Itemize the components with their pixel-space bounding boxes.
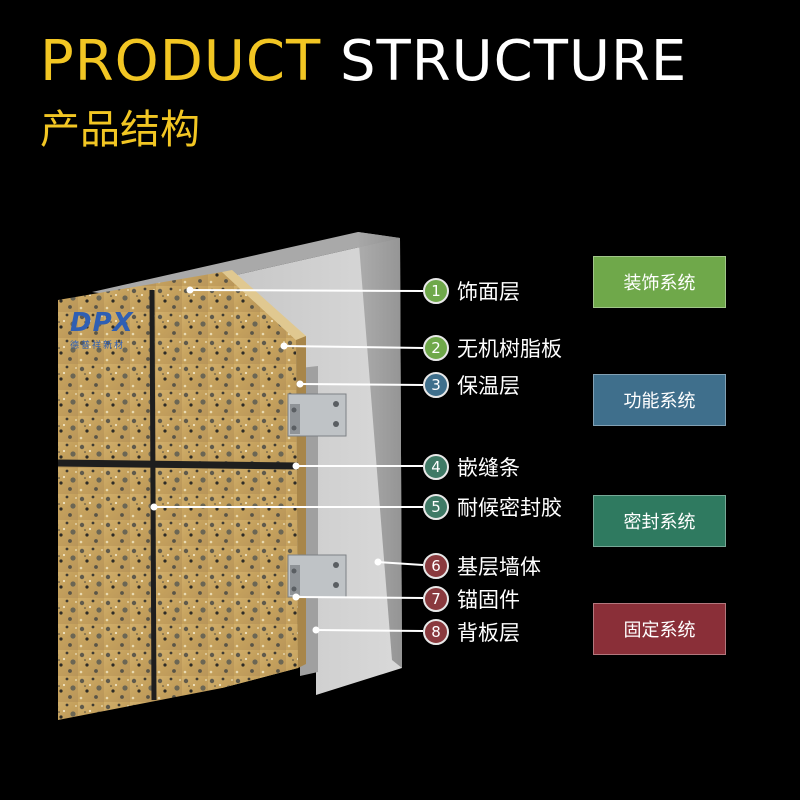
brand-tagline: 德普祥新材 bbox=[70, 341, 126, 351]
layer-label-text: 保温层 bbox=[457, 374, 520, 398]
layer-number-badge: 4 bbox=[423, 454, 449, 480]
layer-label-text: 背板层 bbox=[457, 621, 520, 645]
brand-logo: DPX 德普祥新材 bbox=[70, 310, 134, 351]
layer-label-8: 8 背板层 bbox=[423, 617, 520, 647]
anchor-bracket-upper bbox=[287, 393, 347, 437]
title-structure: STRUCTURE bbox=[340, 29, 688, 94]
layer-label-text: 饰面层 bbox=[457, 280, 520, 304]
layer-label-6: 6 基层墙体 bbox=[423, 551, 541, 581]
layer-label-2: 2 无机树脂板 bbox=[423, 333, 562, 363]
page-subtitle: 产品结构 bbox=[40, 107, 200, 153]
caulking-joint-horizontal bbox=[57, 459, 299, 470]
system-box-sealing: 密封系统 bbox=[593, 495, 726, 547]
caulking-joint-vertical bbox=[149, 289, 157, 701]
layer-number-badge: 5 bbox=[423, 494, 449, 520]
concrete-side-face bbox=[358, 232, 402, 668]
layer-label-3: 3 保温层 bbox=[423, 370, 520, 400]
layer-number-badge: 1 bbox=[423, 278, 449, 304]
layer-label-text: 嵌缝条 bbox=[457, 456, 520, 480]
system-box-function: 功能系统 bbox=[593, 374, 726, 426]
page-title: PRODUCT STRUCTURE bbox=[40, 34, 687, 90]
system-box-decoration: 装饰系统 bbox=[593, 256, 726, 308]
stone-facade-panel bbox=[58, 272, 298, 720]
layer-label-5: 5 耐候密封胶 bbox=[423, 492, 562, 522]
layer-number-badge: 2 bbox=[423, 335, 449, 361]
layer-number-badge: 8 bbox=[423, 619, 449, 645]
layer-number-badge: 7 bbox=[423, 586, 449, 612]
anchor-bracket-lower bbox=[287, 554, 347, 598]
system-box-fixing: 固定系统 bbox=[593, 603, 726, 655]
layer-label-4: 4 嵌缝条 bbox=[423, 452, 520, 482]
layer-label-7: 7 锚固件 bbox=[423, 584, 520, 614]
layer-number-badge: 3 bbox=[423, 372, 449, 398]
layer-number-badge: 6 bbox=[423, 553, 449, 579]
leader-lines bbox=[150, 286, 424, 634]
brand-logo-text: DPX bbox=[70, 308, 134, 338]
layer-label-text: 锚固件 bbox=[457, 588, 520, 612]
layer-label-text: 无机树脂板 bbox=[457, 337, 562, 361]
layer-label-text: 耐候密封胶 bbox=[457, 496, 562, 520]
layer-label-text: 基层墙体 bbox=[457, 555, 541, 579]
layer-label-1: 1 饰面层 bbox=[423, 276, 520, 306]
title-product: PRODUCT bbox=[40, 29, 322, 94]
